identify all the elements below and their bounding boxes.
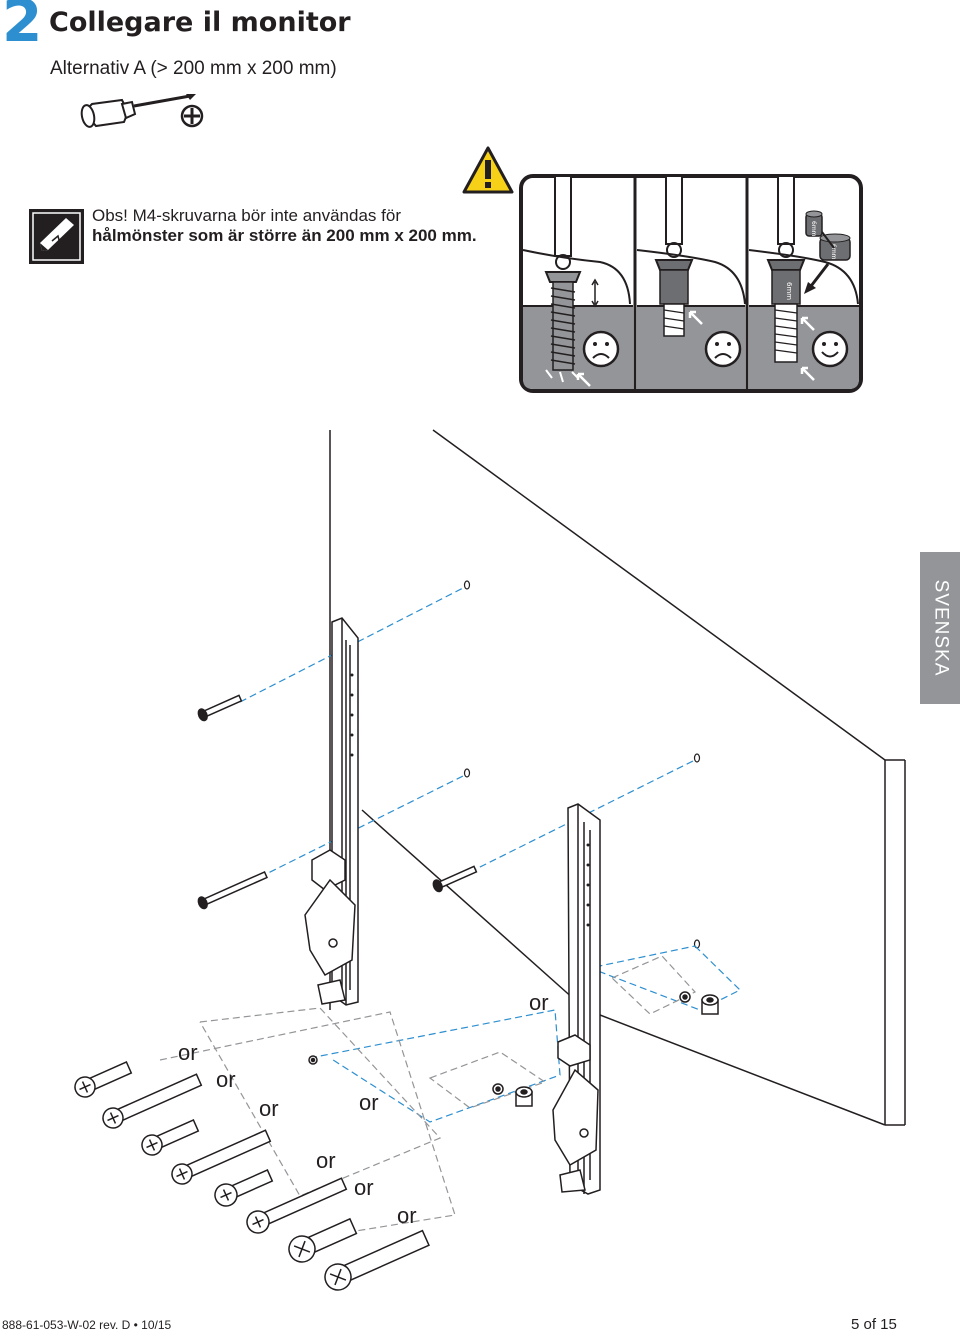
left-wall-bracket — [304, 617, 359, 1006]
or-label: or — [178, 1040, 198, 1065]
page-subtitle: Alternativ A (> 200 mm x 200 mm) — [50, 58, 337, 79]
language-tab-label: SVENSKA — [930, 579, 952, 677]
or-label: or — [216, 1067, 236, 1092]
installed-screws — [197, 694, 478, 910]
spacers — [308, 991, 719, 1107]
phillips-head-icon — [180, 104, 204, 128]
note-text: Obs! M4-skruvarna bör inte användas för … — [92, 206, 532, 246]
screwdriver-icon — [80, 94, 196, 128]
spacer-label: 6mm — [810, 221, 817, 237]
language-tab: SVENSKA — [920, 552, 960, 704]
page-number: 5 of 15 — [851, 1316, 897, 1333]
spacer-label: 6mm — [785, 282, 793, 300]
happy-face-icon — [811, 330, 849, 368]
spacer-label: 6mm — [830, 244, 837, 260]
screw-options — [74, 1061, 430, 1291]
warning-panel: 6mm 6mm 6mm — [519, 174, 863, 393]
or-label: or — [359, 1090, 379, 1115]
warning-triangle-icon — [462, 146, 514, 194]
sad-face-icon — [582, 330, 620, 368]
note-line-1: Obs! M4-skruvarna bör inte användas för — [92, 206, 401, 225]
or-label: or — [259, 1096, 279, 1121]
or-label: or — [354, 1175, 374, 1200]
right-wall-bracket — [552, 803, 601, 1195]
note-line-2: hålmönster som är större än 200 mm x 200… — [92, 226, 477, 245]
step-number: 2 — [2, 0, 42, 55]
mounting-holes — [463, 580, 701, 949]
sad-face-icon — [704, 330, 742, 368]
or-label: or — [397, 1203, 417, 1228]
page-title: Collegare il monitor — [49, 7, 351, 38]
document-code: 888-61-053-W-02 rev. D • 10/15 — [2, 1318, 172, 1332]
monitor-panel — [329, 429, 906, 1126]
pencil-note-icon — [29, 209, 84, 264]
or-label: or — [529, 990, 549, 1015]
or-label: or — [316, 1148, 336, 1173]
